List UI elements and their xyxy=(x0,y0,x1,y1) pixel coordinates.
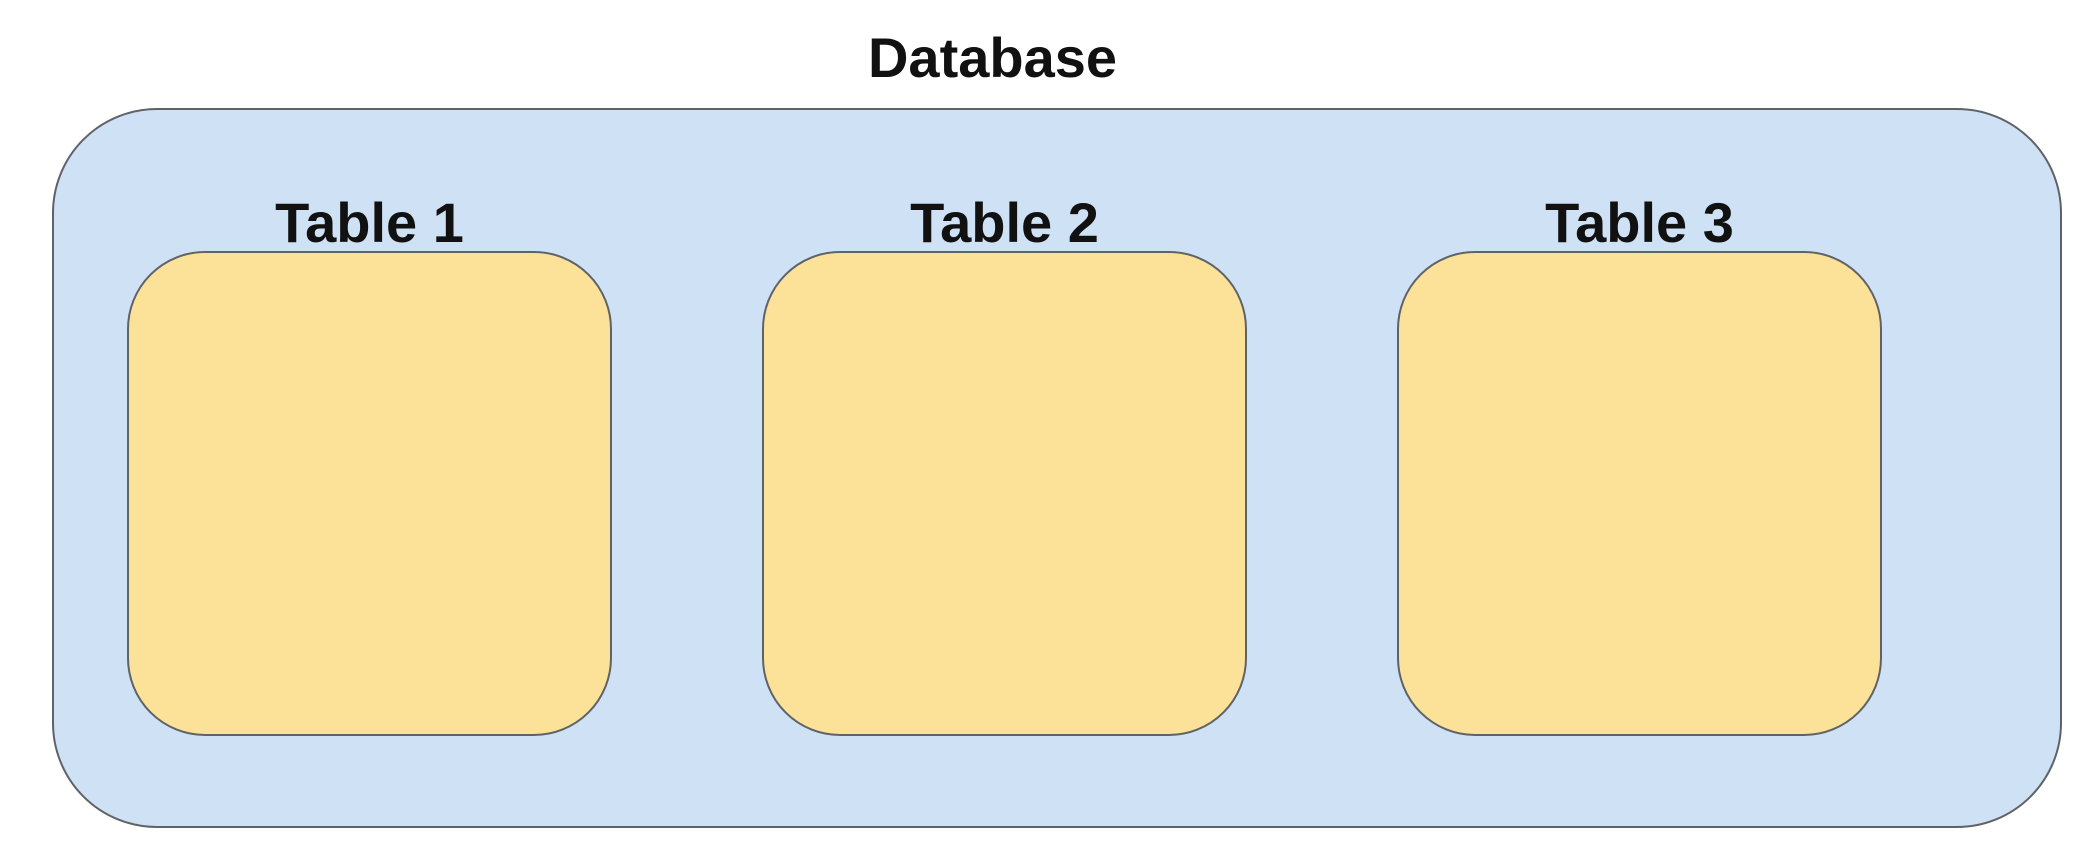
table-1-title: Table 1 xyxy=(275,191,464,254)
table-2-title: Table 2 xyxy=(910,191,1099,254)
table-1-box xyxy=(127,251,612,736)
table-3-box xyxy=(1397,251,1882,736)
table-2-box xyxy=(762,251,1247,736)
table-3-title: Table 3 xyxy=(1545,191,1734,254)
database-title: Database xyxy=(867,26,1118,89)
